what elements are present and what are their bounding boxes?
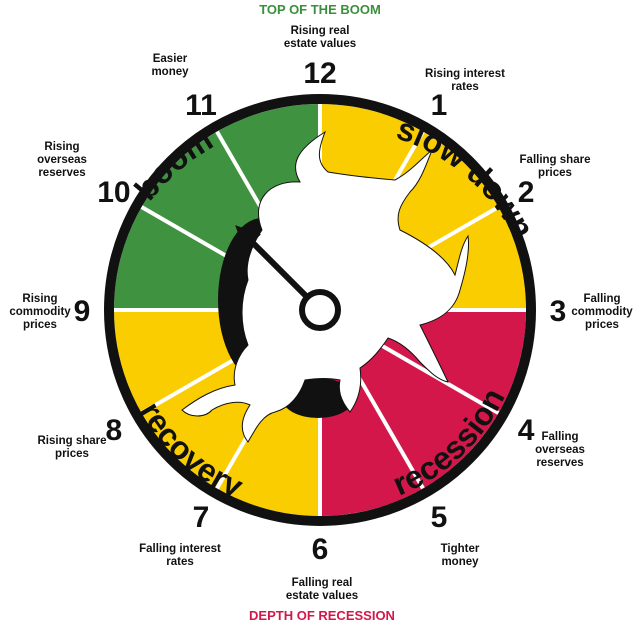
recession-quadrant — [320, 310, 526, 516]
hour-label-line: money — [441, 556, 479, 568]
hour-label-line: estate values — [284, 38, 356, 50]
hour-label-line: commodity — [9, 306, 71, 318]
hour-number: 10 — [97, 176, 130, 209]
clock-outer-ring — [104, 94, 536, 526]
hour-label-line: Easier — [153, 53, 188, 65]
hour-label-line: Falling share — [520, 154, 591, 166]
hour-label-line: Rising — [44, 141, 79, 153]
hour-label-line: Falling — [583, 293, 620, 305]
hour-label-line: rates — [166, 556, 194, 568]
hour-label-line: Falling — [541, 431, 578, 443]
hour-label-line: money — [151, 66, 189, 78]
hour-number: 9 — [74, 295, 91, 328]
hour-label-line: Rising share — [37, 435, 106, 447]
hour-label-line: reserves — [38, 167, 85, 179]
hour-label-line: commodity — [571, 306, 633, 318]
hour-label-line: prices — [538, 167, 572, 179]
hour-label-line: prices — [55, 448, 89, 460]
hour-label-line: Rising real — [291, 25, 350, 37]
hour-number: 1 — [431, 89, 448, 122]
hand-pivot — [299, 289, 341, 331]
hour-number: 12 — [303, 57, 336, 90]
clock-hand — [235, 225, 341, 331]
hour-label-line: Falling real — [292, 577, 353, 589]
hour-label-line: Falling interest — [139, 543, 221, 555]
hour-label-line: overseas — [37, 154, 87, 166]
hour-label-line: reserves — [536, 457, 583, 469]
hour-number: 7 — [193, 501, 210, 534]
top-of-boom-title: TOP OF THE BOOM — [259, 2, 381, 17]
hour-number: 3 — [550, 295, 567, 328]
hour-number: 5 — [431, 501, 448, 534]
hour-number: 4 — [518, 414, 535, 447]
hand-arrowhead-icon — [235, 225, 261, 251]
hour-label-line: estate values — [286, 590, 358, 602]
hour-label-line: prices — [585, 319, 619, 331]
hour-number: 6 — [312, 533, 329, 566]
hour-label-line: prices — [23, 319, 57, 331]
hour-number: 11 — [185, 89, 217, 122]
hour-label-line: overseas — [535, 444, 585, 456]
bull-silhouette-icon — [181, 130, 469, 443]
hour-label-line: rates — [451, 81, 479, 93]
hour-label-line: Rising — [22, 293, 57, 305]
hour-label-line: Tighter — [441, 543, 480, 555]
depth-of-recession-title: DEPTH OF RECESSION — [249, 608, 395, 623]
hour-label-line: Rising interest — [425, 68, 505, 80]
hour-number: 2 — [518, 176, 535, 209]
hour-number: 8 — [106, 414, 123, 447]
